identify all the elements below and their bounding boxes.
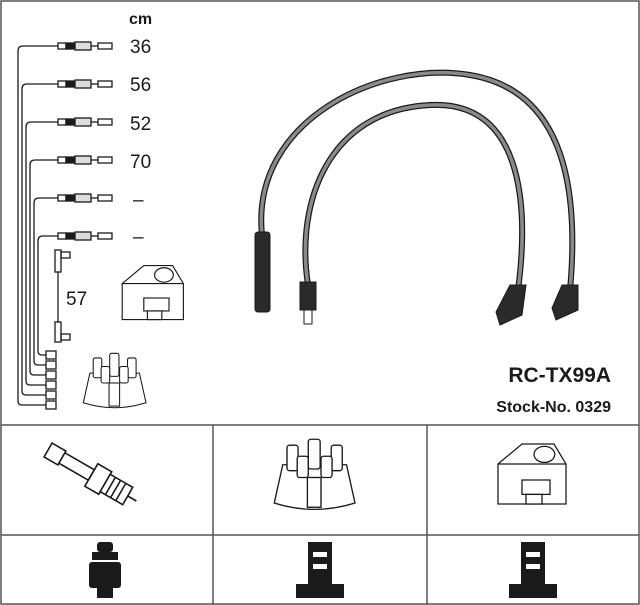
distributor-terminal-icon <box>296 542 344 598</box>
cable-boots <box>254 231 579 326</box>
plug-boot-straight-icon <box>89 542 121 598</box>
lead-bundle <box>17 41 113 410</box>
coil-lead-length: 57 <box>66 289 87 310</box>
lead-terminal <box>45 360 57 370</box>
lead-connector <box>57 193 113 203</box>
lead-terminal <box>45 400 57 410</box>
lead-terminal <box>45 370 57 380</box>
spark-plug-icon <box>42 441 137 506</box>
lead-connector <box>57 231 113 241</box>
lead-connector <box>57 117 113 127</box>
distributor-cap-icon <box>82 352 147 409</box>
lead-wire <box>25 121 58 386</box>
lead-wire <box>29 159 58 376</box>
lead-length-1: 36 <box>130 37 151 58</box>
distributor-cap-large-icon <box>273 438 356 511</box>
lead-terminal <box>45 380 57 390</box>
lead-wire <box>21 83 58 396</box>
ignition-coil-large-icon <box>497 443 567 505</box>
lead-length-2: 56 <box>130 75 151 96</box>
lead-length-5: – <box>133 190 144 211</box>
lead-connector <box>57 79 113 89</box>
lead-terminal <box>45 350 57 360</box>
lead-length-4: 70 <box>130 152 151 173</box>
coil-lead <box>54 249 71 343</box>
coil-terminal-icon <box>509 542 557 598</box>
stock-number: Stock-No. 0329 <box>496 399 611 416</box>
lead-wire <box>37 235 58 356</box>
unit-label: cm <box>129 11 152 28</box>
lead-terminal <box>45 390 57 400</box>
ignition-coil-icon <box>121 265 184 321</box>
lead-length-6: – <box>133 227 144 248</box>
ignition-cables <box>258 69 576 291</box>
lead-connector <box>57 41 113 51</box>
lead-wire <box>17 45 58 406</box>
lead-connector <box>57 155 113 165</box>
part-number: RC-TX99A <box>508 364 611 387</box>
lead-length-3: 52 <box>130 114 151 135</box>
lead-wire <box>33 197 58 366</box>
